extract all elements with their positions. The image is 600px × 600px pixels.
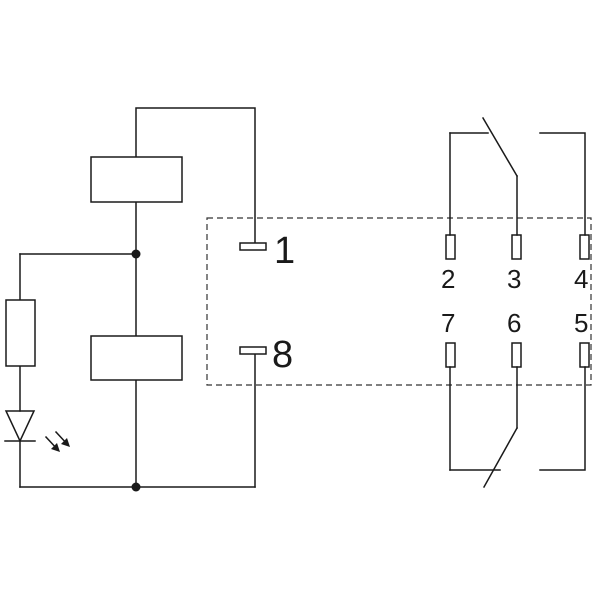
contact-pin-5 [579,342,590,368]
upper-changeover-contact [449,116,586,236]
junction-dot-upper [131,249,141,259]
contact-pin-6 [511,342,522,368]
terminal-label-8: 8 [272,334,293,376]
junction-dot-lower [131,482,141,492]
contact-pin-3 [511,234,522,260]
contact-label-5: 5 [574,308,588,338]
terminal-pin-8 [239,346,267,355]
terminal-pin-1 [239,242,267,251]
contact-label-6: 6 [507,308,521,338]
contact-pin-2 [445,234,456,260]
contact-label-2: 2 [441,264,455,294]
resistor-icon [5,299,36,367]
terminal-label-1: 1 [274,230,295,272]
relay-coil-lower [90,335,183,381]
contact-pin-4 [579,234,590,260]
contact-pin-7 [445,342,456,368]
contact-label-7: 7 [441,308,455,338]
relay-housing-outline [206,217,592,386]
led-icon [4,410,36,443]
contact-label-3: 3 [507,264,521,294]
light-emission-arrows-icon [44,430,70,452]
contact-label-4: 4 [574,264,588,294]
lower-changeover-contact [449,366,586,489]
relay-coil [90,156,183,203]
contact-pins [445,234,590,368]
